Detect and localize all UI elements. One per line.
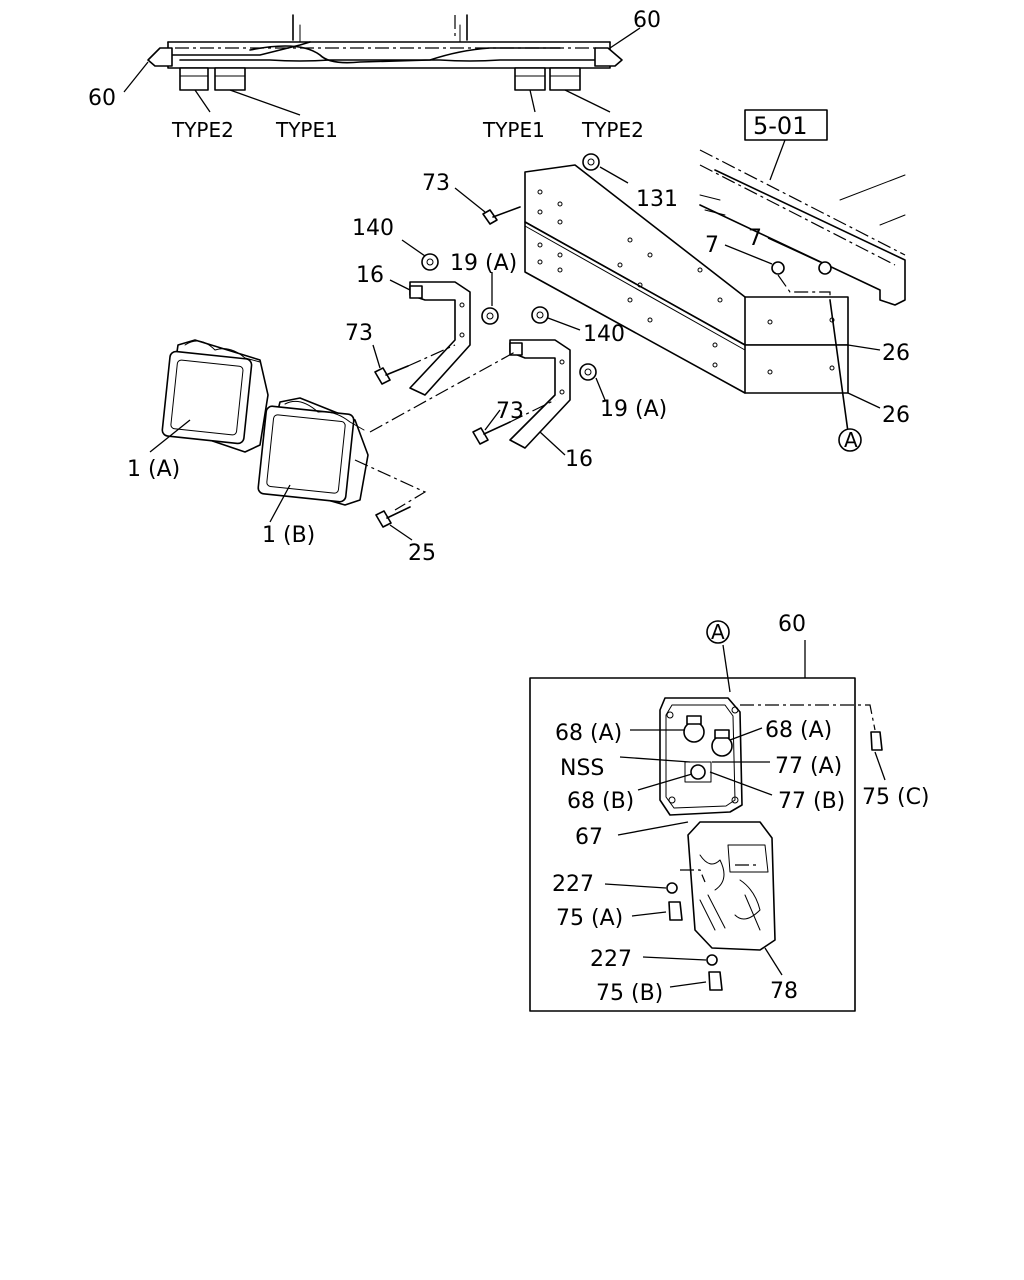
label-16-top: 16 — [356, 263, 384, 288]
label-circle-a-inset: A — [711, 620, 725, 644]
label-73-low: 73 — [496, 399, 524, 424]
label-68a-right: 68 (A) — [765, 718, 832, 743]
label-75b: 75 (B) — [596, 981, 663, 1006]
label-77a: 77 (A) — [775, 754, 842, 779]
label-73-top: 73 — [422, 171, 450, 196]
label-type2-left: TYPE2 — [171, 118, 234, 142]
label-60-top-right: 60 — [633, 8, 661, 33]
headlight-1a — [149, 339, 269, 453]
callout-a-main — [838, 428, 862, 452]
ref-box-5-01 — [744, 109, 828, 141]
label-25: 25 — [408, 541, 436, 566]
label-19a-top: 19 (A) — [450, 251, 517, 276]
label-60-inset: 60 — [778, 612, 806, 637]
label-7-a: 7 — [705, 233, 719, 258]
label-type1-right: TYPE1 — [482, 118, 545, 142]
label-73-mid: 73 — [345, 321, 373, 346]
label-68a-left: 68 (A) — [555, 721, 622, 746]
label-67: 67 — [575, 825, 603, 850]
label-16-low: 16 — [565, 447, 593, 472]
label-140-top: 140 — [352, 216, 394, 241]
label-78: 78 — [770, 979, 798, 1004]
label-227-top: 227 — [552, 872, 594, 897]
label-circle-a-main: A — [844, 428, 858, 452]
frame-rail — [699, 109, 906, 306]
label-68b: 68 (B) — [567, 789, 634, 814]
bumper-top-view — [123, 14, 641, 116]
label-75c: 75 (C) — [862, 785, 930, 810]
label-type2-right: TYPE2 — [581, 118, 644, 142]
label-19a-low: 19 (A) — [600, 397, 667, 422]
inset-frame — [529, 677, 856, 1012]
label-nss: NSS — [560, 756, 604, 781]
label-140-mid: 140 — [583, 322, 625, 347]
callout-a-inset — [706, 620, 730, 644]
label-227-bot: 227 — [590, 947, 632, 972]
label-60-top-left: 60 — [88, 86, 116, 111]
brackets — [369, 187, 606, 456]
label-75a: 75 (A) — [556, 906, 623, 931]
inset-lamp-assembly — [529, 620, 886, 1012]
label-7-b: 7 — [748, 226, 762, 251]
bar-holes — [537, 189, 835, 375]
label-26-b: 26 — [882, 403, 910, 428]
label-77b: 77 (B) — [778, 789, 845, 814]
label-1b: 1 (B) — [262, 523, 315, 548]
bumper-bar — [524, 153, 881, 452]
label-26-a: 26 — [882, 341, 910, 366]
label-1a: 1 (A) — [127, 457, 180, 482]
headlight-1b — [257, 397, 427, 523]
label-type1-left: TYPE1 — [275, 118, 338, 142]
bolt-25 — [375, 506, 413, 541]
label-5-01: 5-01 — [753, 112, 807, 140]
label-131: 131 — [636, 187, 678, 212]
